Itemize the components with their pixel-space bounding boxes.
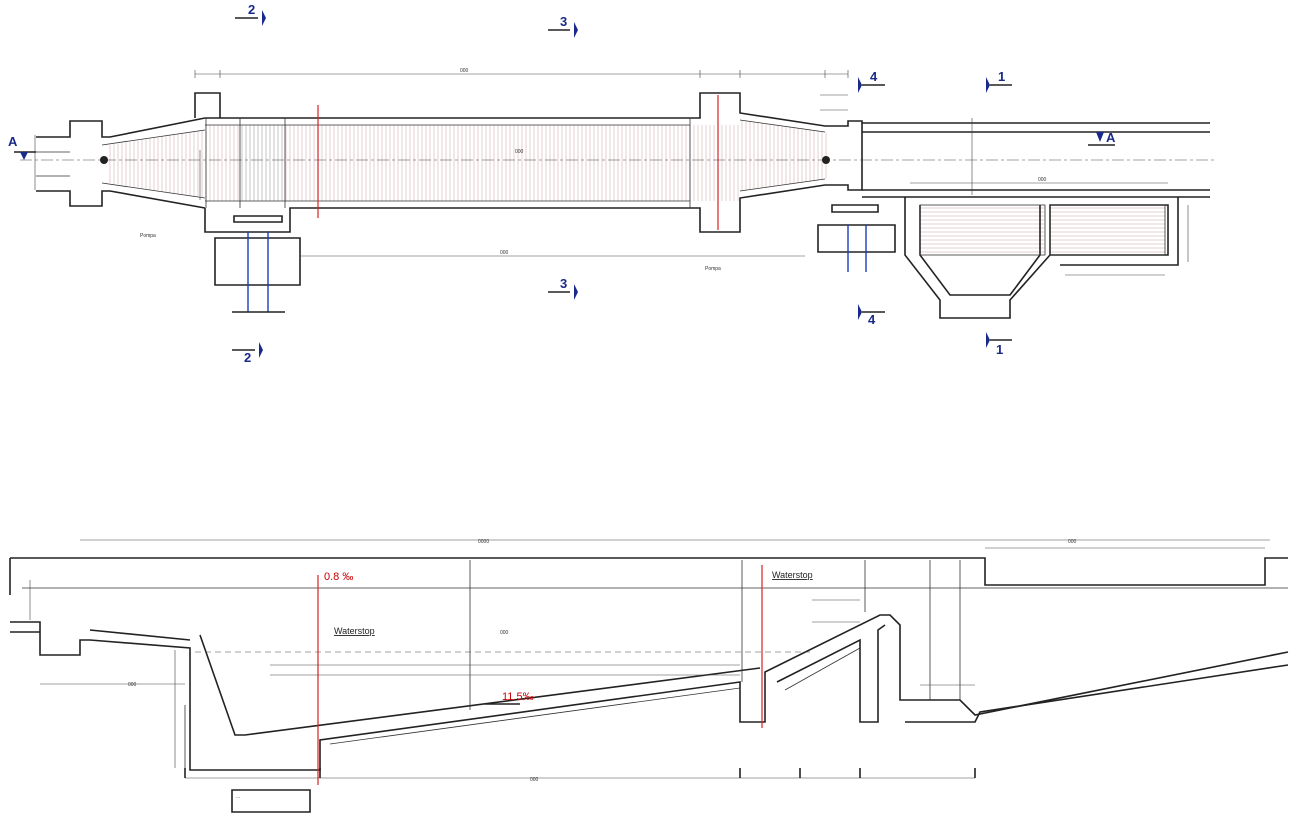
section-label: 1	[996, 342, 1003, 357]
settling-tank	[904, 197, 1179, 319]
section-label: A	[1106, 130, 1116, 145]
pillar-top-left	[194, 92, 221, 118]
main-basin-inner	[205, 119, 826, 202]
section-mark-A-left: A	[8, 134, 36, 160]
waterstop-label-1: Waterstop	[334, 626, 375, 636]
section-label: 4	[868, 312, 876, 327]
section-mark-1-top: 1	[986, 69, 1012, 93]
section-label: 2	[244, 350, 251, 365]
section-dims	[29, 539, 1270, 779]
dim-text: 000	[500, 250, 509, 256]
section-floor-profile	[10, 624, 1289, 736]
section-label: 2	[248, 2, 255, 17]
plan-view: 000 000 000 000 Pompa Pompa	[20, 68, 1215, 319]
gate-box-right	[817, 204, 896, 253]
tank-hatch-box-2	[1049, 204, 1166, 256]
plan-hatching	[109, 120, 1165, 253]
waterstop-text: Waterstop	[334, 626, 375, 636]
section-label: 1	[998, 69, 1005, 84]
inlet-channel-inner	[36, 129, 206, 199]
dim-text: 000	[500, 630, 509, 636]
gate-box-left	[214, 215, 301, 286]
section-ground-ticks	[184, 768, 976, 778]
slope-text: 0.8 ‰	[324, 571, 353, 583]
dim-text: 000	[515, 149, 524, 155]
note-box	[231, 789, 311, 813]
dim-text: 000	[460, 68, 469, 74]
waterstop-text: Waterstop	[772, 570, 813, 580]
section-label: A	[8, 134, 18, 149]
pipe-right	[847, 225, 867, 272]
dim-text: 0000	[478, 539, 489, 545]
section-mark-3-bottom: 3	[548, 276, 578, 300]
dim-text: 000	[530, 777, 539, 783]
axis-marker-right	[822, 156, 830, 164]
main-basin-outline	[204, 92, 863, 233]
note-text: ...	[236, 794, 240, 800]
section-mark-1-bottom: 1	[986, 332, 1012, 357]
section-inlet-profile	[10, 614, 1289, 771]
inlet-channel-outline	[36, 117, 206, 209]
section-mark-2-top: 2	[235, 2, 266, 26]
slope-label-2: 11.5‰	[485, 691, 534, 705]
longitudinal-section: Waterstop Waterstop 0.8 ‰ 11.5‰ ... 0000…	[9, 539, 1289, 813]
plan-dims	[34, 70, 1189, 276]
section-top-slab	[9, 557, 1288, 595]
section-label: 4	[870, 69, 878, 84]
section-inner-lines	[184, 560, 961, 770]
section-mark-4-bottom: 4	[858, 304, 885, 327]
section-mark-2-bottom: 2	[232, 342, 263, 365]
slope-label-1: 0.8 ‰	[324, 571, 353, 583]
dim-text: 000	[1038, 177, 1047, 183]
tank-hatch-box-1	[919, 204, 1046, 256]
dim-text: 000	[1068, 539, 1077, 545]
slope-text: 11.5‰	[502, 691, 534, 703]
dim-text: Pompa	[705, 266, 721, 272]
section-markers: 2 3 4 1 2 3 4 1	[8, 2, 1116, 365]
dim-text: 000	[128, 682, 137, 688]
waterstop-label-2: Waterstop	[772, 570, 813, 580]
pipe-left	[247, 232, 269, 312]
section-mark-4-top: 4	[858, 69, 885, 93]
axis-marker-left	[100, 156, 108, 164]
section-label: 3	[560, 276, 567, 291]
wall-lines	[205, 118, 691, 208]
outlet-channel	[862, 122, 1210, 198]
section-label: 3	[560, 14, 567, 29]
section-mark-3-top: 3	[548, 14, 578, 38]
section-mark-A-right: A	[1088, 130, 1116, 146]
dim-text: Pompa	[140, 233, 156, 239]
